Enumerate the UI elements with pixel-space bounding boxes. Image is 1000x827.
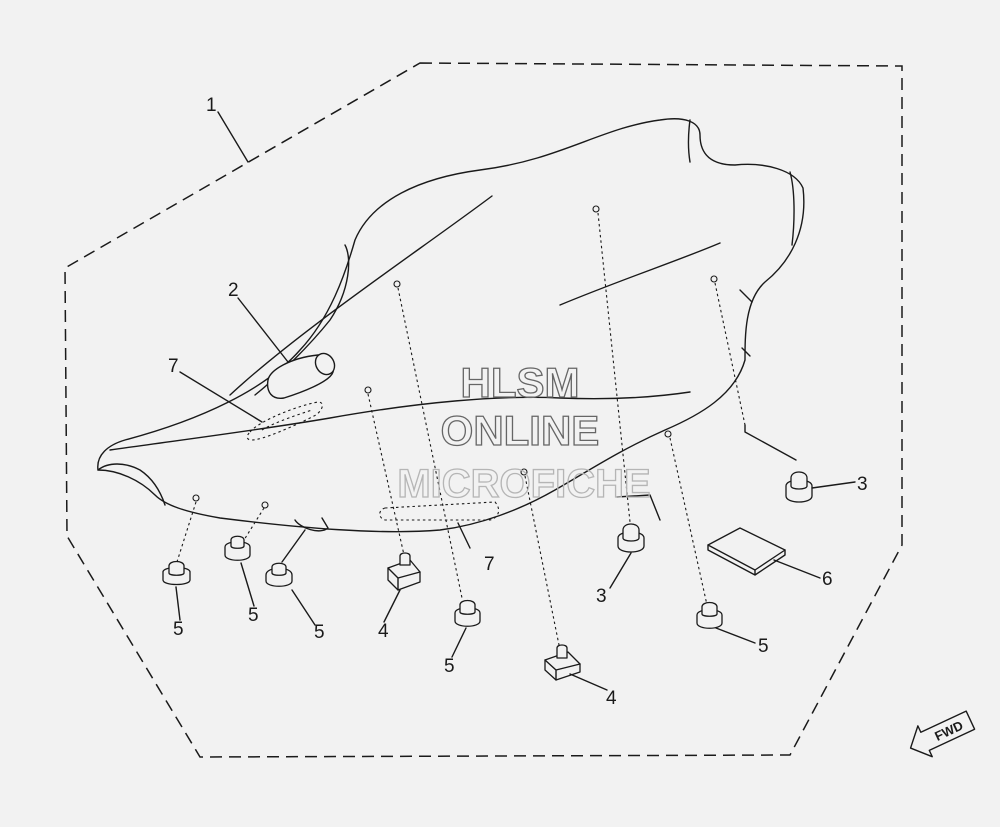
part-3-damper-right [744, 424, 813, 503]
seat-rear-crease [559, 242, 721, 306]
callout-4-right: 4 [606, 688, 617, 709]
part-7-pad-lower [379, 501, 500, 521]
callout-labels: 1 2 7 7 3 3 6 5 4 4 5 5 5 5 [168, 95, 868, 709]
callout-1: 1 [206, 95, 217, 116]
seat-right-ticks [739, 289, 753, 357]
seat-assembly [97, 118, 805, 533]
seat-front-lip [97, 463, 166, 506]
part-2-strap [266, 352, 336, 399]
part-5-grommet-c [265, 529, 306, 587]
part-5-grommet-a [162, 560, 191, 586]
leader-lines [175, 111, 856, 691]
callout-5-c: 5 [314, 622, 325, 643]
watermark-line-1: HLSM [461, 359, 580, 406]
callout-5-b: 5 [248, 605, 259, 626]
callout-5-right: 5 [758, 636, 769, 657]
alignment-lines [175, 212, 746, 651]
part-5-grommet-b [224, 535, 251, 561]
callout-2: 2 [228, 280, 239, 301]
seat-front-edge [109, 391, 691, 451]
forward-arrow: FWD [909, 710, 976, 758]
watermark-line-2: ONLINE [441, 407, 600, 454]
callout-7-upper: 7 [168, 356, 179, 377]
seat-top-crease [229, 195, 493, 396]
seat-underside-tab [294, 517, 329, 532]
assembly-boundary [64, 62, 903, 758]
callout-3-center: 3 [596, 586, 607, 607]
watermark: HLSM ONLINE MICROFICHE [397, 358, 652, 506]
watermark-line-3: MICROFICHE [397, 462, 650, 506]
part-6-pad [707, 527, 786, 576]
seat-outline [97, 118, 805, 533]
seat-notch [616, 494, 661, 521]
callout-7-lower: 7 [484, 554, 495, 575]
callout-5-a: 5 [173, 619, 184, 640]
part-4-clip-left [387, 552, 421, 591]
part-4-clip-right [544, 644, 581, 681]
part-5-grommet-d [454, 599, 481, 627]
callout-5-center: 5 [444, 656, 455, 677]
part-3-damper-center [617, 523, 645, 553]
mounting-holes [192, 205, 718, 509]
seat-rear-edge [687, 119, 795, 246]
part-7-pad-upper [246, 401, 323, 441]
callout-3-right: 3 [857, 474, 868, 495]
forward-arrow-icon [909, 710, 976, 758]
callout-6: 6 [822, 569, 833, 590]
part-5-grommet-e [696, 601, 723, 629]
callout-4-left: 4 [378, 621, 389, 642]
